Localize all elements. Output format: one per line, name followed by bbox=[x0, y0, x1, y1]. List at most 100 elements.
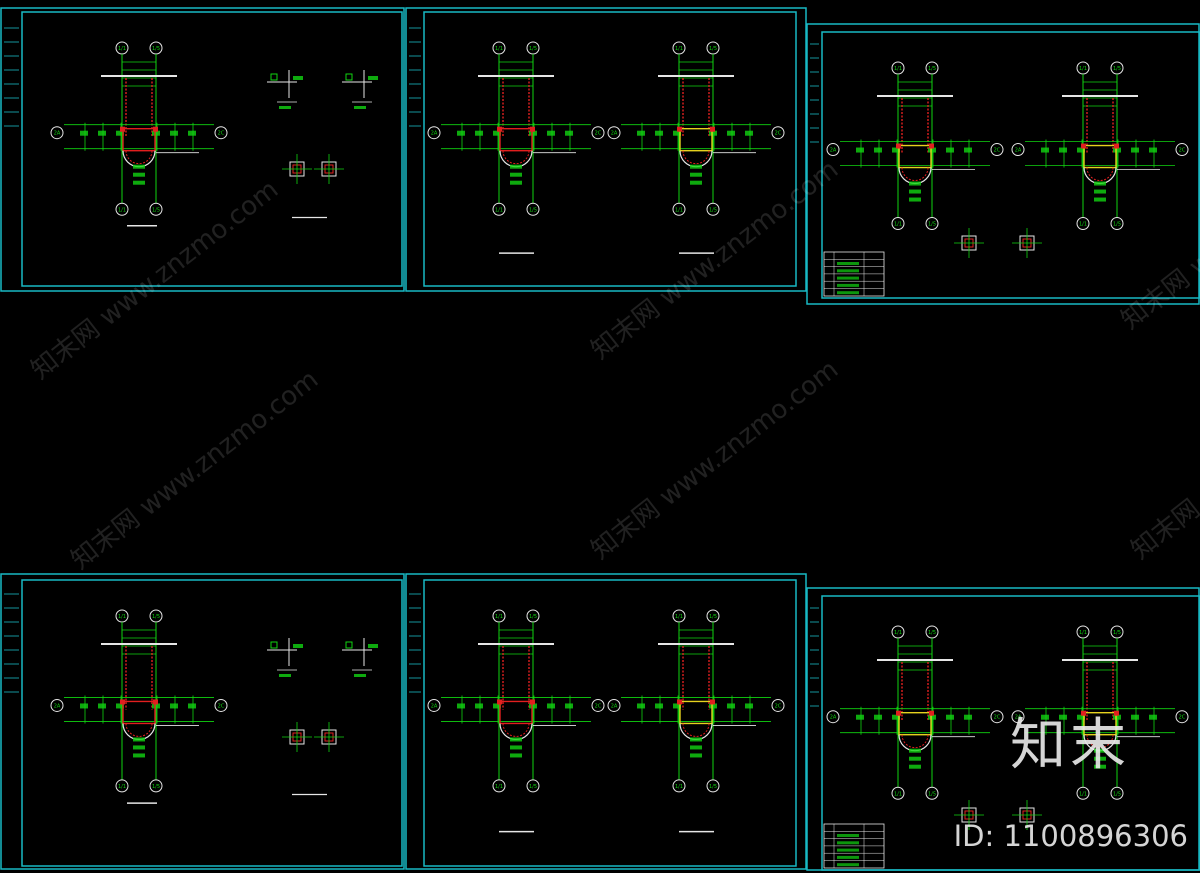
dim-text bbox=[493, 703, 501, 709]
dim-text bbox=[116, 130, 124, 136]
dim-text bbox=[510, 737, 522, 742]
dim-text bbox=[1094, 756, 1106, 761]
table-text bbox=[837, 834, 859, 837]
dim-text bbox=[690, 737, 702, 742]
section-detail bbox=[342, 70, 378, 109]
axis-bubble bbox=[214, 698, 228, 712]
shaft-box bbox=[122, 128, 156, 152]
column-detail bbox=[954, 800, 984, 830]
axis-label: 2C bbox=[218, 703, 225, 709]
table-text bbox=[837, 863, 859, 867]
semicircle-wall bbox=[499, 150, 533, 168]
sheet-outer-frame bbox=[405, 7, 807, 292]
axis-label: 1/1 bbox=[894, 630, 902, 636]
dim-text bbox=[279, 674, 291, 677]
dim-text bbox=[279, 106, 291, 109]
sheet-inner-frame bbox=[21, 11, 403, 287]
watermark-diagonal: 知末网 www.znzmo.com bbox=[26, 175, 284, 386]
axis-label: 1/5 bbox=[529, 784, 537, 790]
dim-text bbox=[909, 756, 921, 761]
semicircle-wall bbox=[898, 167, 932, 185]
semicircle-beam bbox=[901, 167, 929, 182]
dim-text bbox=[690, 172, 702, 177]
axis-label: 2A bbox=[431, 703, 438, 709]
shaft-box bbox=[1083, 712, 1117, 736]
semicircle-wall bbox=[499, 723, 533, 741]
shaft-box bbox=[1083, 144, 1117, 169]
sheet-inner-frame bbox=[423, 11, 797, 287]
column bbox=[896, 710, 901, 716]
table-text bbox=[837, 855, 859, 859]
detail-box bbox=[345, 641, 353, 649]
dim-text bbox=[80, 703, 88, 709]
dim-text bbox=[1131, 714, 1139, 720]
axis-label: 1/1 bbox=[1079, 66, 1087, 72]
dim-text bbox=[1059, 147, 1067, 153]
axis-label: 1/5 bbox=[529, 207, 537, 213]
dim-text bbox=[1094, 181, 1106, 186]
axis-bubble bbox=[925, 217, 939, 231]
axis-label: 2A bbox=[611, 131, 618, 137]
table-text bbox=[837, 848, 859, 852]
dim-text bbox=[293, 644, 303, 648]
axis-bubble bbox=[990, 710, 1004, 724]
axis-label: 1/1 bbox=[495, 784, 503, 790]
axis-label: 1/5 bbox=[709, 46, 717, 52]
axis-bubble bbox=[826, 143, 840, 157]
column bbox=[120, 126, 125, 132]
table-text bbox=[837, 276, 859, 280]
column bbox=[530, 126, 535, 132]
title-block bbox=[823, 823, 885, 869]
dim-text bbox=[133, 737, 145, 742]
axis-bubble bbox=[115, 779, 129, 793]
shaft-box bbox=[898, 712, 932, 736]
column bbox=[929, 710, 934, 716]
axis-label: 1/5 bbox=[709, 614, 717, 620]
dim-text bbox=[655, 130, 663, 136]
axis-label: 1/1 bbox=[118, 784, 126, 790]
axis-label: 2A bbox=[830, 715, 837, 721]
semicircle-wall bbox=[122, 150, 156, 168]
column bbox=[677, 699, 682, 705]
dim-text bbox=[1113, 147, 1121, 153]
axis-label: 1/1 bbox=[894, 222, 902, 228]
dim-text bbox=[188, 130, 196, 136]
axis-label: 1/1 bbox=[118, 207, 126, 213]
table-text bbox=[837, 269, 859, 273]
axis-label: 1/5 bbox=[1113, 222, 1121, 228]
dim-text bbox=[565, 703, 573, 709]
axis-bubble bbox=[826, 710, 840, 724]
dim-text bbox=[98, 130, 106, 136]
dim-text bbox=[529, 703, 537, 709]
axis-label: 2C bbox=[595, 703, 602, 709]
semicircle-beam bbox=[502, 150, 530, 165]
axis-label: 1/5 bbox=[709, 784, 717, 790]
axis-bubble bbox=[706, 202, 720, 216]
axis-bubble bbox=[427, 698, 441, 712]
dim-text bbox=[457, 703, 465, 709]
shaft-box bbox=[898, 144, 932, 169]
axis-bubble bbox=[607, 698, 621, 712]
axis-label: 2C bbox=[775, 703, 782, 709]
dim-text bbox=[1149, 714, 1157, 720]
column bbox=[1081, 143, 1086, 149]
column bbox=[497, 126, 502, 132]
semicircle-wall bbox=[1083, 167, 1117, 185]
axis-bubble bbox=[607, 126, 621, 140]
shaft-box bbox=[679, 128, 713, 152]
dim-text bbox=[637, 703, 645, 709]
dim-text bbox=[293, 76, 303, 80]
dim-text bbox=[874, 147, 882, 153]
axis-label: 1/5 bbox=[1113, 66, 1121, 72]
axis-bubble bbox=[771, 698, 785, 712]
axis-bubble bbox=[925, 786, 939, 800]
column-detail bbox=[1012, 800, 1042, 830]
